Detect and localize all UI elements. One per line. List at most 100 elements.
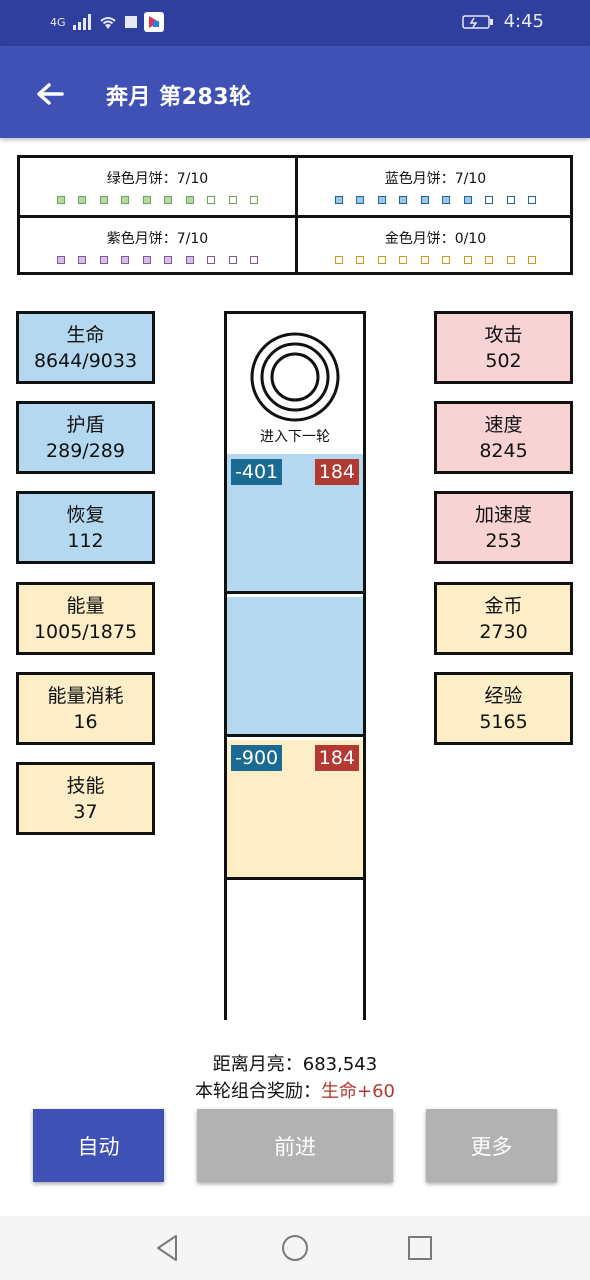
stat-energy-cost: 能量消耗 16 xyxy=(16,672,155,745)
track-cell xyxy=(227,883,363,1023)
mooncake-green: 绿色月饼：7/10 xyxy=(20,158,295,215)
stat-value: 253 xyxy=(485,530,522,552)
stat-skill: 技能 37 xyxy=(16,762,155,835)
mooncake-dots xyxy=(20,196,295,204)
grid-divider xyxy=(20,215,570,218)
mooncake-progress-square xyxy=(78,256,87,264)
mooncake-progress-square xyxy=(121,196,130,204)
mooncake-progress-square xyxy=(506,256,515,264)
stat-value: 112 xyxy=(67,530,104,552)
enemy-damage-tag: -401 xyxy=(231,459,283,485)
mooncake-progress-square xyxy=(528,256,537,264)
portal-rings-icon xyxy=(250,332,340,422)
mooncake-progress-square xyxy=(442,196,451,204)
status-time: 4:45 xyxy=(503,11,544,32)
mooncake-progress-square xyxy=(485,256,494,264)
mooncake-label: 绿色月饼：7/10 xyxy=(106,171,209,187)
mooncake-progress-square xyxy=(78,196,87,204)
mooncake-progress-square xyxy=(485,196,494,204)
mooncake-progress-square xyxy=(207,256,216,264)
next-round-portal[interactable]: 进入下一轮 xyxy=(227,314,363,451)
stat-regen: 恢复 112 xyxy=(16,491,155,564)
forward-button[interactable]: 前进 xyxy=(197,1109,393,1182)
mooncake-progress-square xyxy=(334,256,343,264)
mooncake-label: 金色月饼：0/10 xyxy=(384,231,487,247)
mooncake-progress-square xyxy=(142,256,151,264)
mooncake-purple: 紫色月饼：7/10 xyxy=(20,218,295,275)
stat-exp: 经验 5165 xyxy=(434,672,573,745)
stat-value: 8245 xyxy=(479,440,528,462)
mooncake-progress-square xyxy=(250,196,259,204)
track-cell: -900 184 xyxy=(227,740,363,880)
mooncake-gold: 金色月饼：0/10 xyxy=(298,218,573,275)
stat-value: 289/289 xyxy=(46,440,125,462)
mooncake-dots xyxy=(20,256,295,264)
auto-button[interactable]: 自动 xyxy=(33,1109,164,1182)
app-notification-icon xyxy=(143,12,164,32)
mooncake-label: 紫色月饼：7/10 xyxy=(106,231,209,247)
mooncake-progress-square xyxy=(228,256,237,264)
mooncake-progress-square xyxy=(399,196,408,204)
network-type-label: 4G xyxy=(50,15,66,29)
stat-name: 能量消耗 xyxy=(47,685,124,707)
signal-icon xyxy=(72,14,91,30)
square-notification-icon xyxy=(124,16,137,28)
track-cell xyxy=(227,597,363,737)
mooncake-progress-square xyxy=(334,196,343,204)
stat-name: 恢复 xyxy=(66,504,105,526)
stat-value: 1005/1875 xyxy=(33,621,138,643)
enemy-attack-tag: 184 xyxy=(314,459,359,485)
mooncake-progress-square xyxy=(164,256,173,264)
mooncake-progress-square xyxy=(142,196,151,204)
mooncake-progress-square xyxy=(56,196,65,204)
mooncake-progress-square xyxy=(442,256,451,264)
stat-shield: 护盾 289/289 xyxy=(16,401,155,474)
status-right: 4:45 xyxy=(461,11,544,32)
battery-charging-icon xyxy=(461,14,493,29)
mooncake-label: 蓝色月饼：7/10 xyxy=(384,171,487,187)
stat-value: 8644/9033 xyxy=(33,350,138,372)
stat-name: 速度 xyxy=(484,414,523,436)
mooncake-progress-square xyxy=(420,256,429,264)
stat-value: 37 xyxy=(73,801,98,823)
mooncake-progress-square xyxy=(99,196,108,204)
track-column: 进入下一轮 -401 184 -900 184 xyxy=(224,311,366,1023)
mooncake-progress-square xyxy=(207,196,216,204)
mooncake-progress-square xyxy=(377,196,386,204)
mooncake-progress-square xyxy=(356,196,365,204)
nav-back-icon[interactable] xyxy=(153,1233,183,1263)
reward-prefix: 本轮组合奖励： xyxy=(195,1081,321,1102)
wifi-icon xyxy=(99,17,116,29)
app-bar: 奔月 第283轮 xyxy=(0,46,590,138)
mooncake-progress-square xyxy=(56,256,65,264)
track-cell: -401 184 xyxy=(227,454,363,594)
stat-value: 502 xyxy=(485,350,522,372)
more-button[interactable]: 更多 xyxy=(426,1109,557,1182)
mooncake-progress-square xyxy=(463,196,472,204)
mooncake-progress-square xyxy=(121,256,130,264)
mooncake-progress-square xyxy=(228,196,237,204)
mooncake-progress-square xyxy=(356,256,365,264)
enemy-damage-tag: -900 xyxy=(231,745,283,771)
mooncake-progress-square xyxy=(377,256,386,264)
nav-recents-icon[interactable] xyxy=(405,1233,435,1263)
back-button[interactable] xyxy=(28,72,72,116)
mooncake-progress-square xyxy=(250,256,259,264)
mooncake-progress-square xyxy=(528,196,537,204)
stat-name: 生命 xyxy=(66,324,105,346)
mooncake-progress-square xyxy=(399,256,408,264)
stat-name: 能量 xyxy=(66,595,105,617)
status-bar: 4G 4:45 xyxy=(0,0,590,46)
mooncake-progress-square xyxy=(185,196,194,204)
stat-value: 2730 xyxy=(479,621,528,643)
nav-home-icon[interactable] xyxy=(280,1233,310,1263)
arrow-left-icon xyxy=(37,83,64,105)
stat-name: 技能 xyxy=(66,775,105,797)
stat-acceleration: 加速度 253 xyxy=(434,491,573,564)
mooncake-dots xyxy=(298,256,573,264)
mooncake-progress-square xyxy=(99,256,108,264)
mooncake-progress-square xyxy=(420,196,429,204)
stat-value: 16 xyxy=(73,711,98,733)
moon-distance-text: 距离月亮：683,543 xyxy=(212,1054,378,1075)
stat-name: 金币 xyxy=(484,595,523,617)
